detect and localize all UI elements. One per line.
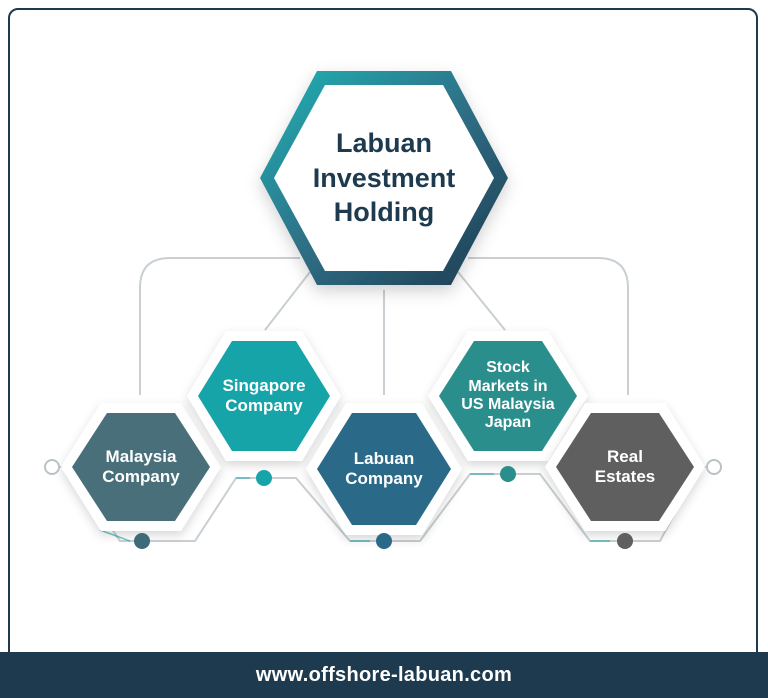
dot-left-end: [44, 459, 60, 475]
dot-malaysia: [134, 533, 150, 549]
hexagon-labuan-company: [306, 403, 462, 535]
connector-to-singapore: [264, 271, 311, 331]
connector-to-real-estates: [468, 257, 629, 395]
hexagon-singapore-company: [187, 331, 341, 461]
connector-to-stock-markets: [457, 271, 506, 331]
main-hexagon: [260, 71, 508, 285]
connector-to-malaysia: [139, 257, 300, 395]
footer-url[interactable]: www.offshore-labuan.com: [255, 663, 513, 686]
hierarchy-diagram: [44, 71, 722, 549]
network-dots: [44, 459, 722, 549]
dot-singapore: [256, 470, 272, 486]
hexagon-stock-markets: [428, 331, 588, 461]
dot-right-end: [706, 459, 722, 475]
hexagon-malaysia-company: [61, 403, 221, 531]
dot-labuan: [376, 533, 392, 549]
footer-bar: www.offshore-labuan.com: [0, 652, 768, 698]
dot-real-estates: [617, 533, 633, 549]
network-lines-teal: [99, 473, 610, 542]
hexagon-real-estates: [545, 403, 705, 531]
connector-lines: [139, 257, 629, 395]
dot-stock-markets: [500, 466, 516, 482]
